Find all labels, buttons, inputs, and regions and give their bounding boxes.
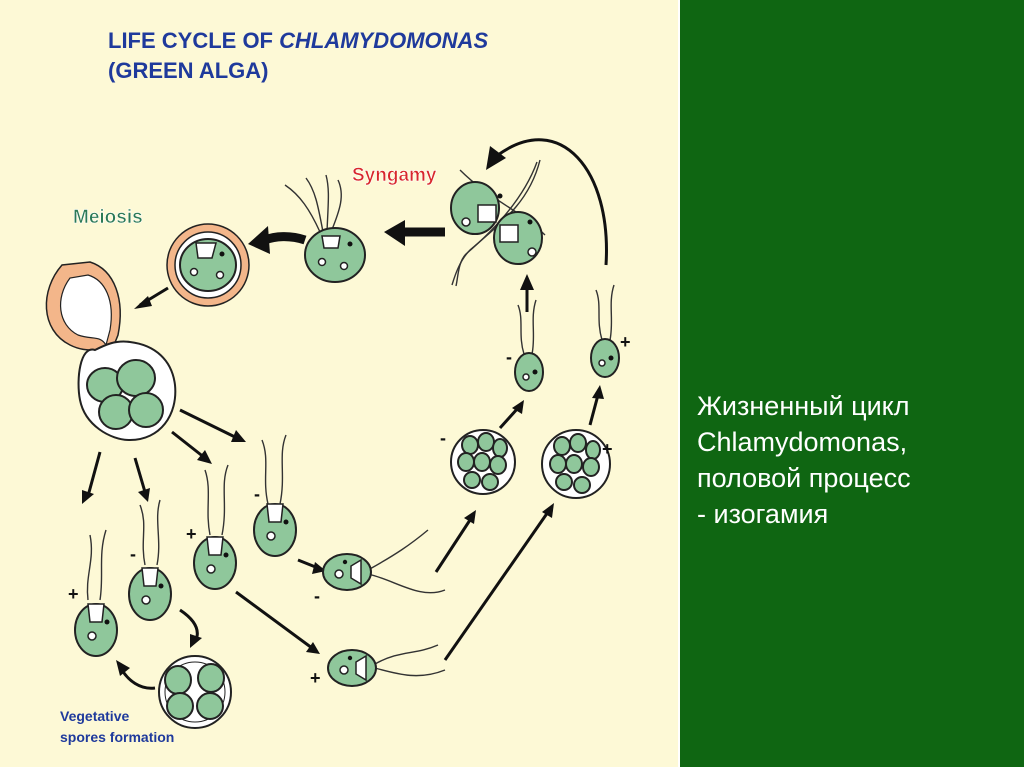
released-gamete-minus: - xyxy=(506,299,544,392)
return-arrow xyxy=(486,138,608,266)
plus-sign: + xyxy=(68,584,79,604)
arrow-zygospore-to-germination xyxy=(134,286,169,309)
arrows-gametangia-to-gametes xyxy=(498,385,604,430)
arrow-syngamy-to-zygote xyxy=(384,220,445,246)
panel-divider xyxy=(678,0,680,767)
vegetative-sporangium xyxy=(158,655,232,729)
germinating-zygospore xyxy=(45,261,177,442)
syngamy-label: Syngamy xyxy=(352,165,437,186)
caption-line-4: - изогамия xyxy=(697,499,829,529)
arrows-to-gametangia xyxy=(434,503,554,661)
minus-sign: - xyxy=(254,484,260,504)
diagram-title-line1: LIFE CYCLE OF CHLAMYDOMONAS xyxy=(108,28,488,54)
zygospore xyxy=(166,223,250,307)
minus-sign: - xyxy=(130,544,136,564)
plus-sign: + xyxy=(620,332,631,352)
planozygote xyxy=(284,174,366,283)
diagram-title-line2: (GREEN ALGA) xyxy=(108,58,269,83)
life-cycle-diagram: Syngamy Meiosis Vegetative spores format… xyxy=(45,138,631,745)
meiosis-label: Meiosis xyxy=(73,207,143,228)
title-prefix: LIFE CYCLE OF xyxy=(108,28,280,53)
caption-line-1: Жизненный цикл xyxy=(697,391,910,421)
arrows-to-gametes xyxy=(235,558,326,654)
title-genus: CHLAMYDOMONAS xyxy=(279,28,489,53)
plus-sign: + xyxy=(602,439,613,459)
minus-sign: - xyxy=(506,347,512,367)
minus-sign: - xyxy=(314,586,320,606)
vegetative-cell-minus: - xyxy=(128,499,172,621)
vegetative-label-line1: Vegetative xyxy=(60,708,129,724)
arrows-release xyxy=(82,408,246,504)
caption-panel xyxy=(680,0,1024,767)
slide-caption: Жизненный цикл Chlamydomonas, половой пр… xyxy=(697,388,1017,532)
caption-line-2: Chlamydomonas, xyxy=(697,427,908,457)
swimming-gamete-plus: + xyxy=(310,644,446,688)
gamete-cell-minus: - xyxy=(253,434,297,557)
gamete-cell-plus: + xyxy=(186,464,237,590)
arrow-to-sporangium xyxy=(179,608,202,648)
swimming-gamete-minus: - xyxy=(314,529,446,606)
gametangium-minus: - xyxy=(440,428,516,495)
vegetative-label-line2: spores formation xyxy=(60,729,174,745)
plus-sign: + xyxy=(310,668,321,688)
arrow-sporangium-to-cell xyxy=(116,660,156,690)
syngamy-fusing-gametes xyxy=(450,159,546,287)
minus-sign: - xyxy=(440,428,446,448)
arrow-zygote-to-zygospore xyxy=(248,226,307,254)
arrow-gametes-to-syngamy xyxy=(520,274,534,312)
released-gamete-plus: + xyxy=(590,284,631,378)
vegetative-cell-plus: + xyxy=(68,529,118,657)
caption-line-3: половой процесс xyxy=(697,463,911,493)
plus-sign: + xyxy=(186,524,197,544)
gametangium-plus: + xyxy=(541,429,613,499)
